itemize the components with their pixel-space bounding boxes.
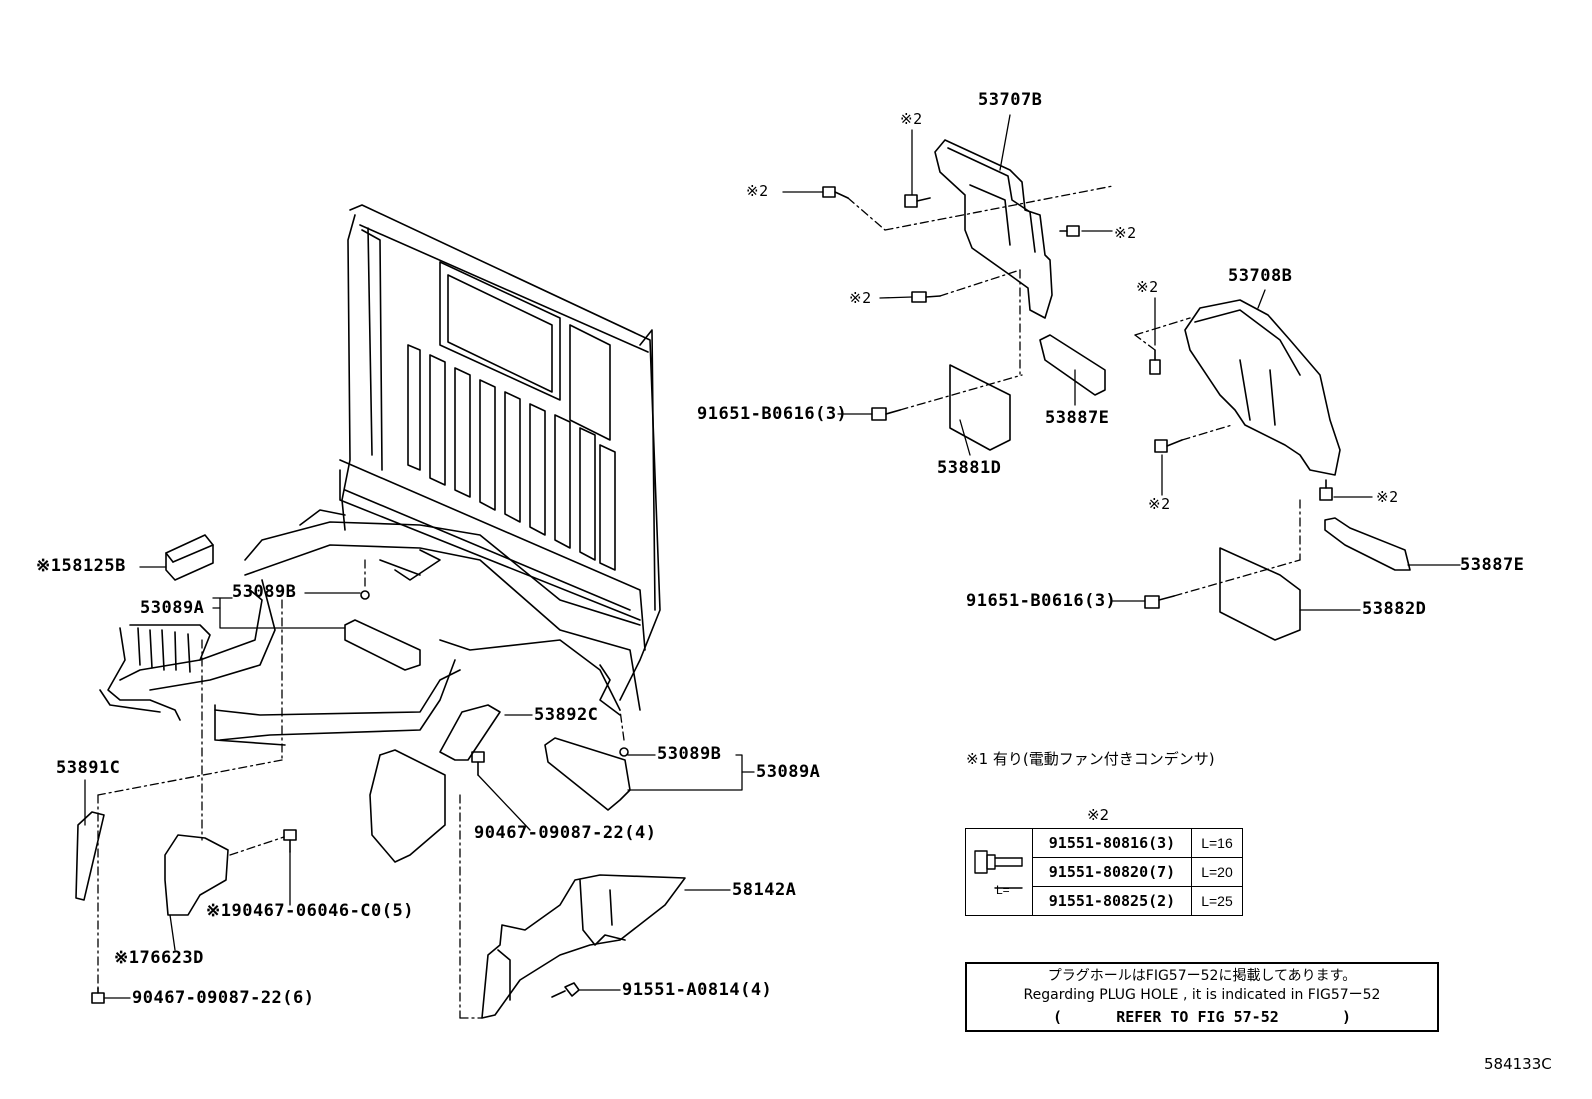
mark-2-c: ※2 — [1114, 224, 1137, 242]
mark-2-d: ※2 — [849, 289, 872, 307]
label-53891C: 53891C — [56, 758, 121, 778]
grille-ribs — [407, 344, 616, 571]
part-58125B-pad — [165, 534, 214, 581]
mark-2-b: ※2 — [746, 182, 769, 200]
label-91551-A0814: 91551-A0814(4) — [622, 980, 773, 1000]
label-53707B: 53707B — [978, 90, 1043, 110]
bolt-length-table: L= 91551-80816(3) L=16 91551-80820(7) L=… — [965, 828, 1243, 916]
label-53089B-right: 53089B — [657, 744, 722, 764]
label-91651-upper: 91651-B0616(3) — [697, 404, 848, 424]
bolt-table-mark: ※2 — [1087, 806, 1110, 824]
label-76623D: ※176623D — [114, 948, 204, 968]
label-58125B: ※158125B — [36, 556, 126, 576]
bolt-length: L=25 — [1191, 886, 1243, 916]
note-1: ※1 有り(電動ファン付きコンデンサ) — [966, 750, 1215, 768]
bolt-length: L=16 — [1191, 828, 1243, 858]
reference-box: プラグホールはFIG57ー52に掲載してあります。 Regarding PLUG… — [965, 962, 1439, 1032]
bolt-picture-cell: L= — [965, 828, 1033, 916]
lower-center-bracket — [369, 749, 446, 863]
part-53892C — [439, 704, 501, 761]
table-row: L= 91551-80816(3) L=16 — [965, 828, 1243, 916]
label-53708B: 53708B — [1228, 266, 1293, 286]
table-row: 91551-80825(2) L=25 — [966, 886, 1243, 916]
dashed-lines — [97, 185, 1301, 1019]
bolt-part-number: 91551-80816(3) — [1032, 828, 1192, 858]
label-53882D: 53882D — [1362, 599, 1427, 619]
part-53887E-upper — [1039, 334, 1106, 396]
part-76623D — [164, 834, 229, 916]
label-90467-06046: ※190467-06046-C0(5) — [206, 901, 414, 921]
mark-2-f: ※2 — [1148, 495, 1171, 513]
bolt-length: L=20 — [1191, 857, 1243, 887]
mark-2-e: ※2 — [1136, 278, 1159, 296]
part-53891C — [75, 811, 105, 901]
label-53089A-left: 53089A — [140, 598, 205, 618]
part-53708B — [1184, 299, 1341, 476]
label-53887E-upper: 53887E — [1045, 408, 1110, 428]
label-53089B-left: 53089B — [232, 582, 297, 602]
label-91651-lower: 91651-B0616(3) — [966, 591, 1117, 611]
reference-link[interactable]: ( REFER TO FIG 57-52 ) — [1052, 1008, 1351, 1026]
mark-2-g: ※2 — [1376, 488, 1399, 506]
reference-line-jp: プラグホールはFIG57ー52に掲載してあります。 — [1047, 968, 1357, 984]
label-53892C: 53892C — [534, 705, 599, 725]
bolt-icons-right — [822, 186, 1333, 609]
bolt-part-number: 91551-80820(7) — [1032, 857, 1192, 887]
leader-lines — [84, 114, 1461, 999]
table-row: 91551-80820(7) L=20 — [966, 857, 1243, 887]
mark-2-a: ※2 — [900, 110, 923, 128]
bolt-part-number: 91551-80825(2) — [1032, 886, 1192, 916]
reference-line-en: Regarding PLUG HOLE , it is indicated in… — [1023, 987, 1381, 1003]
part-53882D — [1219, 547, 1301, 641]
front-panel-drawing — [99, 204, 661, 746]
figure-number: 584133C — [1484, 1055, 1552, 1073]
part-53881D — [949, 364, 1011, 451]
label-53089A-right: 53089A — [756, 762, 821, 782]
part-53887E-lower — [1324, 517, 1411, 571]
part-53089A-right — [544, 737, 631, 811]
part-58142A — [481, 874, 686, 1019]
bolt-icons — [91, 590, 629, 1004]
label-90467-6: 90467-09087-22(6) — [132, 988, 315, 1008]
label-58142A: 58142A — [732, 880, 797, 900]
label-53887E-lower: 53887E — [1460, 555, 1525, 575]
label-53881D: 53881D — [937, 458, 1002, 478]
label-90467-4: 90467-09087-22(4) — [474, 823, 657, 843]
part-53707B — [934, 139, 1053, 319]
bolt-length-label: L= — [996, 882, 1010, 897]
